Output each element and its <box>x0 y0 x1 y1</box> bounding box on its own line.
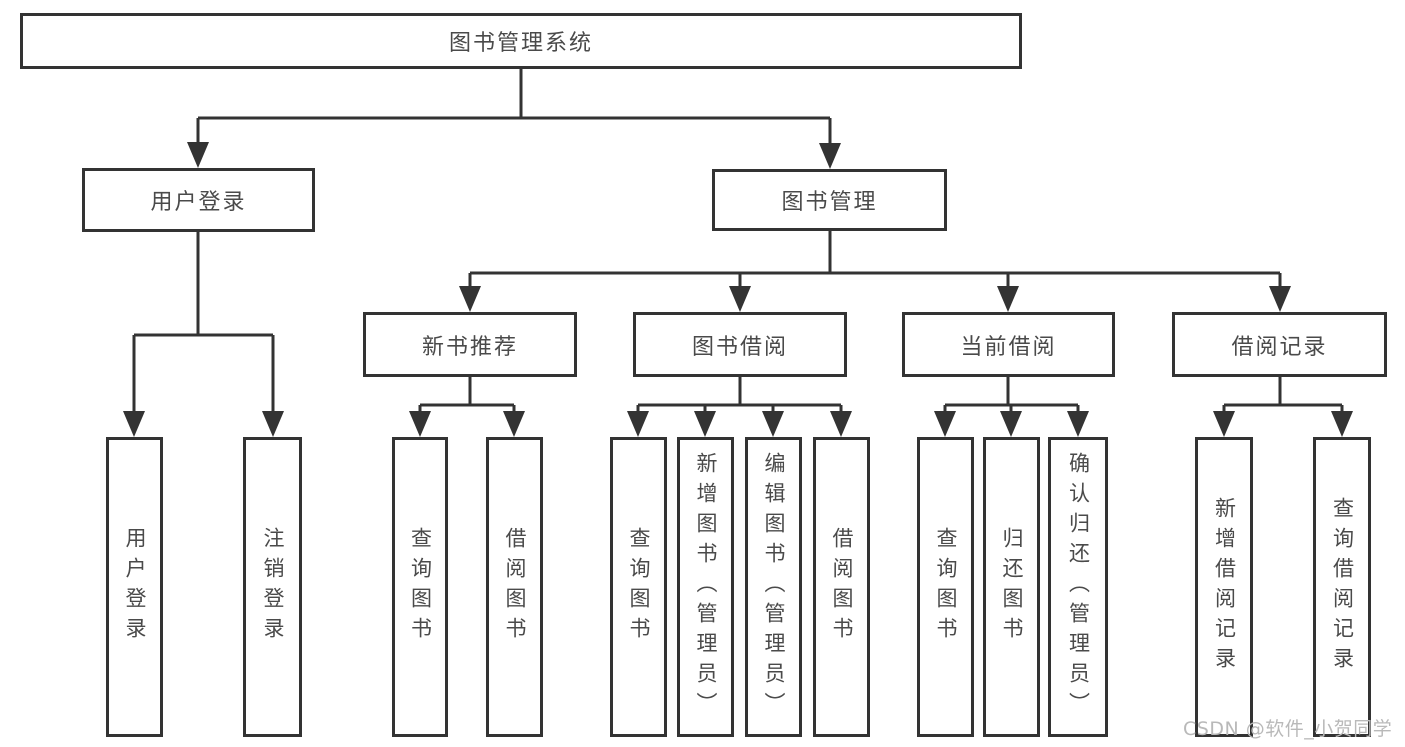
arrow-down-icon <box>694 411 716 437</box>
leaf-add-borrow-record: 新增借阅记录 <box>1195 437 1253 737</box>
connector-book-borrow-branch <box>636 377 843 415</box>
node-borrow-record: 借阅记录 <box>1172 312 1387 377</box>
leaf-query-books-current: 查询图书 <box>917 437 974 737</box>
arrow-down-icon <box>762 411 784 437</box>
arrow-down-icon <box>729 286 751 312</box>
leaf-logout: 注销登录 <box>243 437 302 737</box>
leaf-query-books-borrow: 查询图书 <box>610 437 667 737</box>
arrow-down-icon <box>459 286 481 312</box>
arrow-down-icon <box>1067 411 1089 437</box>
node-user-login: 用户登录 <box>82 168 315 232</box>
arrow-down-icon <box>1213 411 1235 437</box>
arrow-down-icon <box>627 411 649 437</box>
node-new-book-recommend: 新书推荐 <box>363 312 577 377</box>
arrow-down-icon <box>187 142 209 168</box>
arrow-down-icon <box>934 411 956 437</box>
connector-borrow-record-branch <box>1222 377 1344 415</box>
connector-current-borrow-branch <box>943 377 1080 415</box>
leaf-return-books: 归还图书 <box>983 437 1040 737</box>
arrow-down-icon <box>1331 411 1353 437</box>
arrow-down-icon <box>819 143 841 169</box>
node-book-borrow: 图书借阅 <box>633 312 847 377</box>
node-root-library-system: 图书管理系统 <box>20 13 1022 69</box>
arrow-down-icon <box>1000 411 1022 437</box>
leaf-query-borrow-record: 查询借阅记录 <box>1313 437 1371 737</box>
connector-new-book-branch <box>418 377 516 415</box>
arrow-down-icon <box>997 286 1019 312</box>
arrow-down-icon <box>409 411 431 437</box>
node-current-borrow: 当前借阅 <box>902 312 1115 377</box>
leaf-borrow-books: 借阅图书 <box>813 437 870 737</box>
leaf-edit-books-admin: 编辑图书（管理员） <box>745 437 802 737</box>
connector-book-mgmt-branch <box>468 231 1282 290</box>
arrow-down-icon <box>123 411 145 437</box>
arrow-down-icon <box>830 411 852 437</box>
connector-root-to-level2 <box>196 69 832 147</box>
arrow-down-icon <box>503 411 525 437</box>
arrow-down-icon <box>262 411 284 437</box>
leaf-borrow-books-recommend: 借阅图书 <box>486 437 543 737</box>
leaf-user-login: 用户登录 <box>106 437 163 737</box>
leaf-confirm-return-admin: 确认归还（管理员） <box>1048 437 1108 737</box>
connector-user-login-branch <box>132 232 275 415</box>
node-book-management: 图书管理 <box>712 169 947 231</box>
leaf-add-books-admin: 新增图书（管理员） <box>677 437 734 737</box>
leaf-query-books-recommend: 查询图书 <box>392 437 448 737</box>
csdn-watermark: CSDN @软件_小贺同学 <box>1183 718 1393 740</box>
arrow-down-icon <box>1269 286 1291 312</box>
